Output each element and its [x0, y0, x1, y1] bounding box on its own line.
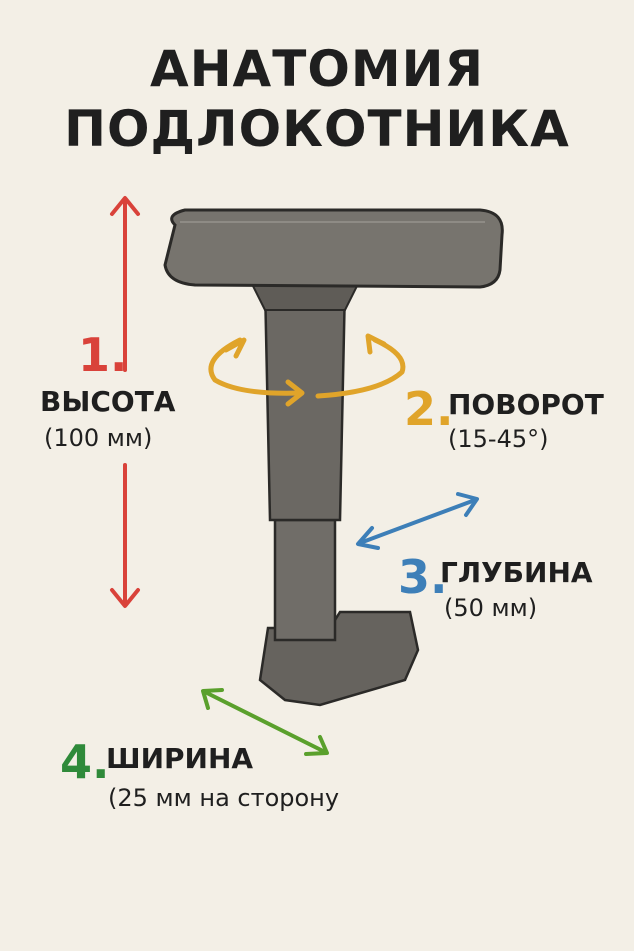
feature-1-detail: (100 мм) [44, 424, 153, 452]
feature-4-label: ШИРИНА [106, 742, 254, 775]
title-line-2: ПОДЛОКОТНИКА [64, 100, 570, 158]
armrest-pad [163, 208, 504, 289]
feature-1-number: 1. [78, 328, 128, 382]
feature-4-number: 4. [60, 735, 110, 789]
feature-2-number: 2. [404, 382, 454, 436]
armrest-column [263, 283, 347, 522]
feature-3-detail: (50 мм) [444, 594, 538, 622]
feature-4-detail: (25 мм на сторону [108, 784, 340, 812]
armrest-lower-tube [273, 518, 337, 642]
feature-2-detail: (15-45°) [448, 425, 549, 453]
title-line-1: АНАТОМИЯ [150, 40, 484, 98]
feature-2-label: ПОВОРОТ [448, 388, 604, 421]
feature-3-number: 3. [398, 550, 448, 604]
width-arrow [201, 688, 329, 756]
feature-1-label: ВЫСОТА [40, 385, 176, 418]
rotation-arrow [208, 333, 406, 407]
feature-3-label: ГЛУБИНА [440, 556, 593, 589]
height-arrow [110, 196, 140, 608]
depth-arrow [356, 492, 479, 550]
